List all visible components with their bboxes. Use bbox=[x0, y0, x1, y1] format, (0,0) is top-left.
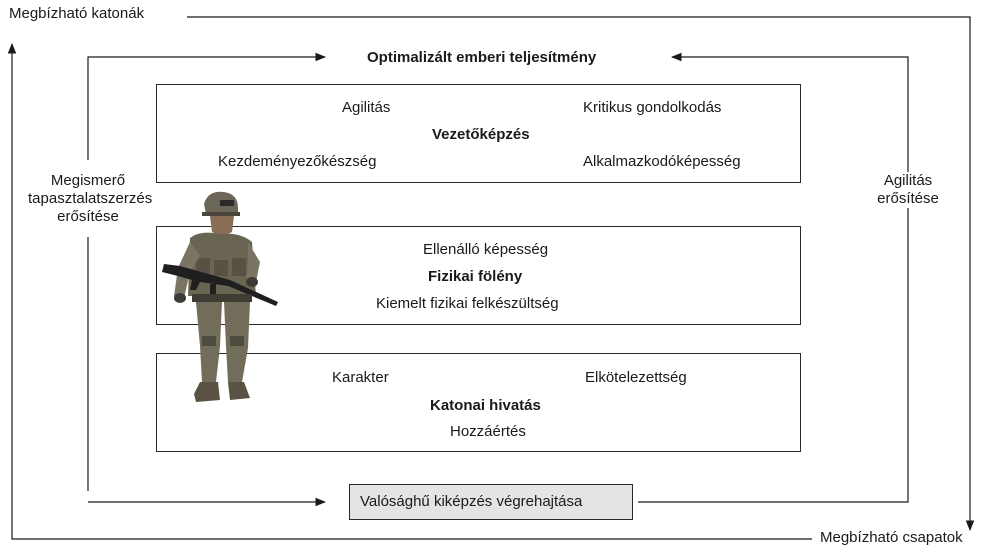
profession-item-character: Karakter bbox=[332, 369, 389, 386]
leadership-item-initiative: Kezdeményezőkészség bbox=[218, 153, 377, 170]
right-label-line1: Agilitás bbox=[883, 172, 933, 189]
outer-right-arrow bbox=[187, 16, 975, 532]
physical-item-resilience: Ellenálló képesség bbox=[423, 241, 549, 258]
left-label-line2: tapasztalatszerzés bbox=[28, 190, 153, 207]
left-loop-top-arrow bbox=[87, 52, 327, 160]
bottom-right-label: Megbízható csapatok bbox=[818, 529, 965, 547]
physical-box bbox=[156, 226, 801, 325]
right-side-label: Agilitás erősítése bbox=[868, 172, 948, 208]
profession-title: Katonai hivatás bbox=[430, 397, 541, 414]
soldier-figure bbox=[162, 191, 278, 402]
action-box bbox=[349, 484, 633, 520]
leadership-item-critical-thinking: Kritikus gondolkodás bbox=[583, 99, 722, 116]
profession-item-competence: Hozzáértés bbox=[450, 423, 526, 440]
right-loop-arrow bbox=[638, 52, 909, 503]
outer-left-arrow bbox=[7, 42, 812, 540]
left-side-label: Megismerő tapasztalatszerzés erősítése bbox=[28, 172, 153, 226]
goal-title: Optimalizált emberi teljesítmény bbox=[367, 49, 597, 66]
profession-box bbox=[156, 353, 801, 452]
left-label-line1: Megismerő bbox=[50, 172, 126, 189]
action-label: Valósághű kiképzés végrehajtása bbox=[360, 493, 583, 510]
leadership-box bbox=[156, 84, 801, 183]
top-left-label: Megbízható katonák bbox=[9, 5, 145, 22]
right-label-line2: erősítése bbox=[877, 190, 939, 207]
physical-item-fitness: Kiemelt fizikai felkészültség bbox=[376, 295, 559, 312]
left-label-line3: erősítése bbox=[57, 208, 119, 225]
leadership-title: Vezetőképzés bbox=[432, 126, 530, 143]
leadership-item-agility: Agilitás bbox=[342, 99, 391, 116]
profession-item-commitment: Elkötelezettség bbox=[585, 369, 687, 386]
leadership-item-adaptability: Alkalmazkodóképesség bbox=[583, 153, 741, 170]
physical-title: Fizikai fölény bbox=[428, 268, 523, 285]
